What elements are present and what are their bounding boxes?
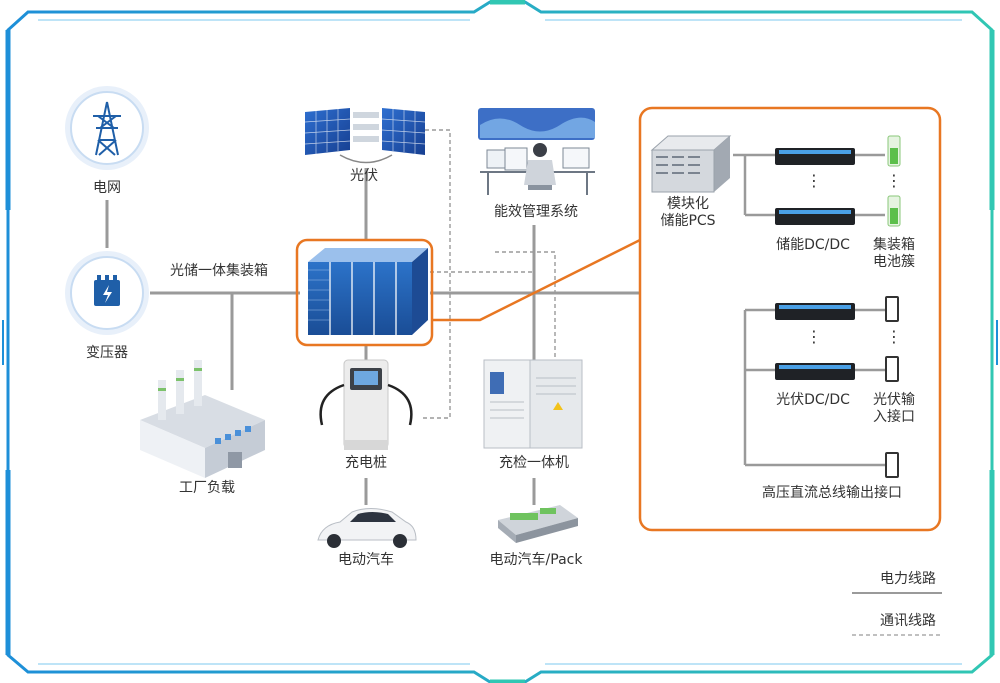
tester-label: 充检一体机 [499, 455, 569, 471]
storage-dcdc-ellipsis: ⋮ [806, 171, 822, 190]
transformer-label: 变压器 [86, 345, 128, 361]
dcdc-modules [775, 148, 855, 380]
pcs-label-line2: 储能PCS [660, 213, 716, 229]
hv-bus-label: 高压直流总线输出接口 [762, 485, 902, 501]
pv-input-ellipsis: ⋮ [886, 327, 902, 346]
factory-icon [140, 360, 265, 478]
container-label: 光储一体集装箱 [170, 263, 268, 279]
battery-cluster-icons [887, 135, 901, 227]
battery-ellipsis: ⋮ [886, 171, 902, 190]
pv-label: 光伏 [350, 168, 378, 184]
port-icons [885, 296, 899, 478]
ev-car-icon [317, 508, 417, 548]
tester-icon [483, 359, 583, 449]
battery-label-line1: 集装箱 [873, 237, 915, 253]
ems-icon [478, 108, 595, 195]
detail-lines [733, 153, 885, 467]
legend-comm-label: 通讯线路 [880, 613, 936, 629]
storage-dcdc-label: 储能DC/DC [776, 237, 850, 253]
transformer-icon [65, 251, 149, 335]
highlight [295, 106, 942, 532]
ev-pack-label: 电动汽车/Pack [489, 552, 583, 568]
legend-lines [852, 592, 942, 636]
charger-icon [319, 359, 413, 450]
grid-icon [65, 86, 149, 170]
battery-pack-icon [498, 505, 578, 543]
grid-label: 电网 [93, 180, 121, 196]
ems-label: 能效管理系统 [494, 204, 578, 220]
battery-label-line2: 电池簇 [873, 254, 915, 270]
comm-lines [420, 129, 556, 419]
container-icon [308, 248, 428, 335]
ev-label: 电动汽车 [338, 552, 394, 568]
pv-dcdc-label: 光伏DC/DC [776, 392, 850, 408]
pv-input-label-line2: 入接口 [873, 409, 915, 425]
pcs-icon [650, 135, 732, 193]
pcs-label-line1: 模块化 [667, 196, 709, 212]
pv-dcdc-ellipsis: ⋮ [806, 327, 822, 346]
pv-panels-icon [304, 108, 426, 164]
legend-power-label: 电力线路 [880, 571, 936, 587]
charger-label: 充电桩 [345, 455, 387, 471]
pv-input-label-line1: 光伏输 [873, 392, 915, 408]
factory-label: 工厂负载 [179, 480, 235, 496]
